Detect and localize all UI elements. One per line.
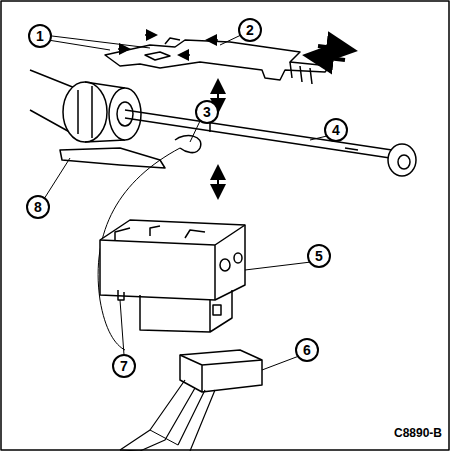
callout-circle: 1	[28, 24, 52, 48]
callout-circle: 3	[195, 100, 219, 124]
callout-circle: 6	[295, 338, 319, 362]
callout-number: 3	[203, 105, 211, 119]
callout-number: 6	[303, 343, 311, 357]
callout-circle: 8	[26, 195, 50, 219]
callout-number: 5	[315, 249, 323, 263]
callout-number: 7	[120, 359, 128, 373]
callout-number: 1	[36, 29, 44, 43]
callout-circle: 2	[238, 18, 262, 42]
callout-number: 4	[332, 123, 340, 137]
callout-circle: 4	[324, 118, 348, 142]
callout-circle: 7	[112, 354, 136, 378]
callout-number: 8	[34, 200, 42, 214]
callout-number: 2	[246, 23, 254, 37]
figure-code: C8890-B	[394, 426, 442, 440]
callout-circle: 5	[307, 244, 331, 268]
